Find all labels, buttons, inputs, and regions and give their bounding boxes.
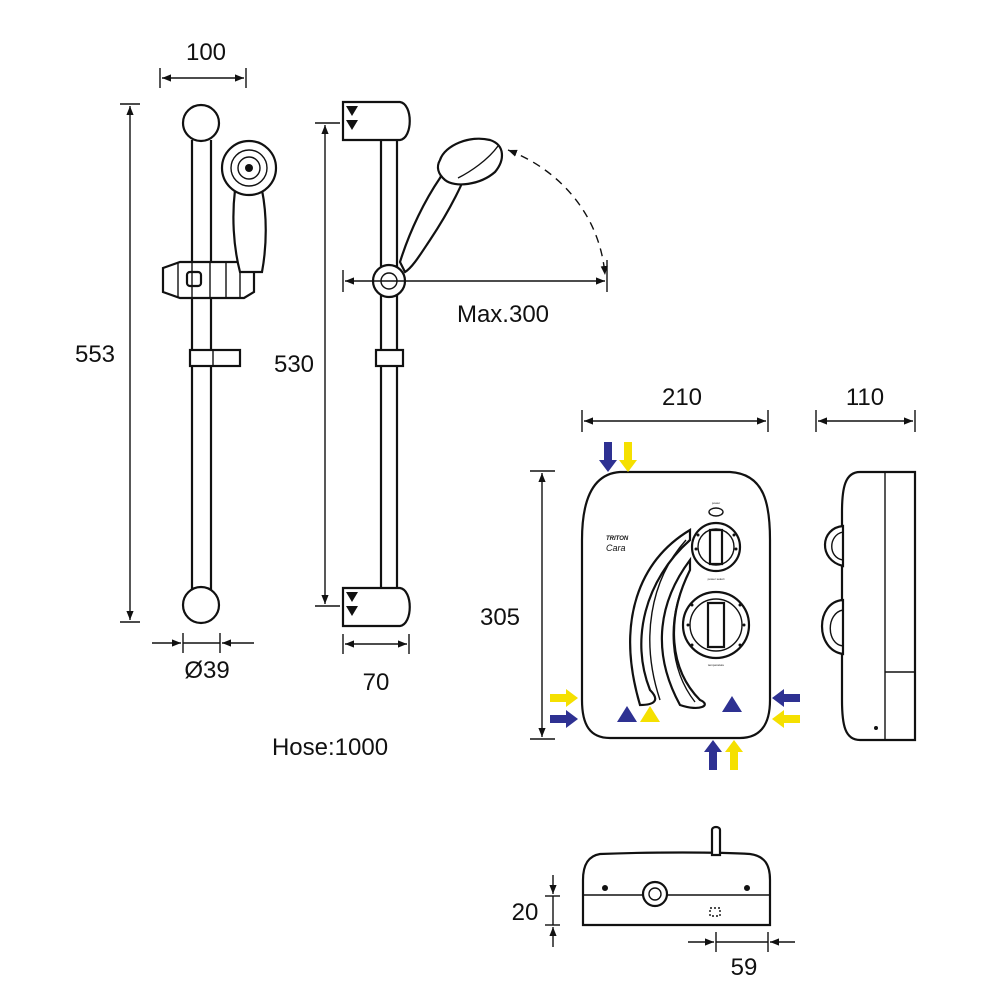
bottom-distance-label: 59 xyxy=(731,954,758,981)
bottom-wall-bracket xyxy=(341,586,411,628)
power-indicator xyxy=(708,507,724,517)
riser-rail-front-view xyxy=(161,103,278,625)
temperature-dial-caption: temperature xyxy=(708,663,725,667)
water-entry-arrows xyxy=(550,442,800,770)
temperature-knob-profile xyxy=(821,598,845,656)
bottom-end-cap xyxy=(181,585,221,625)
max-reach-label: Max.300 xyxy=(457,301,549,328)
temperature-control-dial[interactable] xyxy=(681,590,751,660)
dimension-riser-height: 553 xyxy=(75,103,140,623)
power-dial-caption: power select xyxy=(708,577,725,581)
shower-unit-front-view: power TRITON Cara power select temper xyxy=(580,470,772,740)
riser-height-label: 553 xyxy=(75,341,115,368)
riser-width-label: 100 xyxy=(186,39,226,66)
shower-handset-front xyxy=(220,139,278,274)
power-knob-profile xyxy=(824,524,845,568)
cold-inlet-marker xyxy=(617,706,637,722)
dimension-bottom-offset: 20 xyxy=(512,875,560,947)
handset-holder-front xyxy=(161,260,256,300)
rotation-arc xyxy=(507,149,608,276)
dimension-max-reach: Max.300 xyxy=(342,260,608,328)
dimension-rail-diameter: Ø39 xyxy=(152,633,254,684)
shower-unit-side-view xyxy=(821,470,917,742)
front-swoosh-decoration xyxy=(629,528,706,709)
dimension-bottom-distance: 59 xyxy=(688,932,795,981)
cold-outlet-marker xyxy=(722,696,742,712)
model-name-text: Cara xyxy=(606,543,626,553)
riser-rail-side-view xyxy=(341,100,608,628)
unit-width-label: 210 xyxy=(662,384,702,411)
dimension-riser-width: 100 xyxy=(159,39,247,88)
brand-logo-text: TRITON xyxy=(606,536,629,542)
bottom-offset-label: 20 xyxy=(512,899,539,926)
dimension-wall-projection: 70 xyxy=(342,634,410,696)
power-selector-dial[interactable] xyxy=(690,521,742,573)
power-indicator-label: power xyxy=(712,501,720,505)
outlet-fitting xyxy=(641,880,669,908)
wall-projection-label: 70 xyxy=(363,669,390,696)
unit-height-label: 305 xyxy=(480,604,520,631)
hot-inlet-marker xyxy=(640,706,660,722)
hose-retainer xyxy=(188,348,242,368)
top-end-cap xyxy=(181,103,221,143)
shower-handset-side xyxy=(371,137,503,299)
shower-unit-bottom-view xyxy=(581,825,772,927)
rail-length-label: 530 xyxy=(274,351,314,378)
dimension-unit-width: 210 xyxy=(581,384,769,432)
cable-gland xyxy=(710,825,722,857)
dimension-unit-height: 305 xyxy=(480,470,555,740)
top-wall-bracket xyxy=(341,100,411,142)
hose-length-label: Hose:1000 xyxy=(272,734,388,761)
unit-depth-label: 110 xyxy=(846,384,884,411)
dimension-rail-length: 530 xyxy=(274,122,340,607)
rail-diameter-label: Ø39 xyxy=(184,657,229,684)
hose-retainer-side xyxy=(374,348,405,368)
dimension-unit-depth: 110 xyxy=(815,384,916,432)
